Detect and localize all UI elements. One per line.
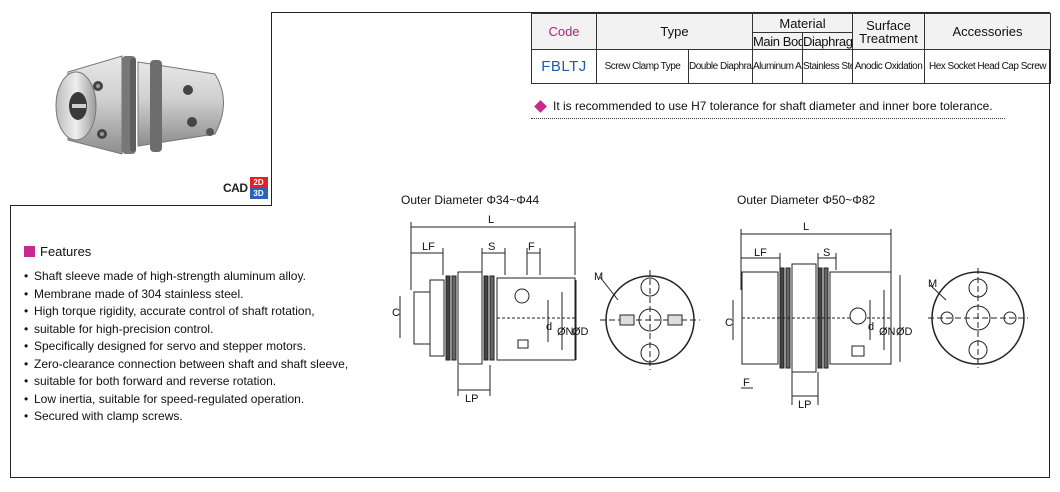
header-type: Type: [596, 13, 753, 50]
dim-large-F: F: [743, 377, 750, 389]
note-divider: [531, 118, 1005, 119]
feature-item: Zero-clearance connection between shaft …: [24, 356, 364, 374]
cell-main-body: Aluminum Alloy: [752, 49, 803, 84]
cell-diaphragm: Stainless Steel: [802, 49, 853, 84]
dim-large-LP: LP: [798, 399, 811, 411]
tolerance-note: It is recommended to use H7 tolerance fo…: [534, 99, 993, 113]
cad-3d-badge[interactable]: 3D: [249, 188, 268, 199]
header-main-body: Main Body: [752, 32, 803, 50]
header-accessories: Accessories: [924, 13, 1051, 50]
features-section: Features Shaft sleeve made of high-stren…: [24, 244, 364, 426]
feature-item: Low inertia, suitable for speed-regulate…: [24, 391, 364, 409]
dim-small-C: C: [392, 307, 400, 319]
dim-large-M: M: [928, 278, 937, 290]
dim-small-LF: LF: [422, 241, 435, 253]
spec-sheet-frame: [10, 12, 1050, 478]
coupling-product-image: [55, 55, 224, 155]
dim-small-L: L: [488, 214, 494, 226]
header-material: Material: [752, 13, 853, 33]
cad-2d-badge[interactable]: 2D: [249, 177, 268, 188]
dim-small-F: F: [528, 241, 535, 253]
product-photo-box: CAD 2D 3D: [10, 12, 272, 206]
dim-small-S: S: [488, 241, 495, 253]
diagram-small-title: Outer Diameter Φ34~Φ44: [401, 193, 540, 207]
feature-item-continued: suitable for high-precision control.: [24, 321, 364, 339]
small-end-view: [599, 270, 700, 370]
large-end-view: [928, 268, 1028, 368]
dim-large-C: C: [725, 317, 733, 329]
dim-small-D: ØD: [572, 326, 589, 338]
tolerance-note-text: It is recommended to use H7 tolerance fo…: [553, 99, 993, 113]
cad-download-badge[interactable]: CAD 2D 3D: [223, 173, 271, 203]
cell-code: FBLTJ: [531, 49, 597, 84]
dim-small-M: M: [594, 271, 603, 283]
header-diaphragm: Diaphragm: [802, 32, 853, 50]
dim-large-d: d: [868, 321, 874, 333]
feature-item: High torque rigidity, accurate control o…: [24, 303, 364, 321]
dim-large-LF: LF: [754, 247, 767, 259]
dim-large-L: L: [803, 221, 809, 233]
feature-item-continued: suitable for both forward and reverse ro…: [24, 373, 364, 391]
dim-large-N: ØN: [879, 326, 896, 338]
feature-item: Membrane made of 304 stainless steel.: [24, 286, 364, 304]
spec-table: Code Type Material Surface Treatment Acc…: [531, 13, 1051, 84]
features-square-icon: [24, 246, 35, 257]
feature-item: Specifically designed for servo and step…: [24, 338, 364, 356]
dim-large-D: ØD: [896, 326, 913, 338]
small-side-view: [399, 222, 577, 396]
dim-small-N: ØN: [557, 326, 574, 338]
cad-label: CAD: [223, 181, 248, 195]
dim-large-S: S: [823, 247, 830, 259]
dim-small-d: d: [546, 321, 552, 333]
feature-item: Secured with clamp screws.: [24, 408, 364, 426]
features-list: Shaft sleeve made of high-strength alumi…: [24, 268, 364, 426]
header-surface-treatment: Surface Treatment: [852, 13, 925, 50]
cell-accessories: Hex Socket Head Cap Screw: [924, 49, 1051, 84]
dim-small-LP: LP: [465, 393, 478, 405]
cell-surface: Anodic Oxidation: [852, 49, 925, 84]
large-side-view: [732, 229, 901, 405]
diagram-large-title: Outer Diameter Φ50~Φ82: [737, 193, 876, 207]
features-title: Features: [40, 244, 92, 259]
feature-item: Shaft sleeve made of high-strength alumi…: [24, 268, 364, 286]
